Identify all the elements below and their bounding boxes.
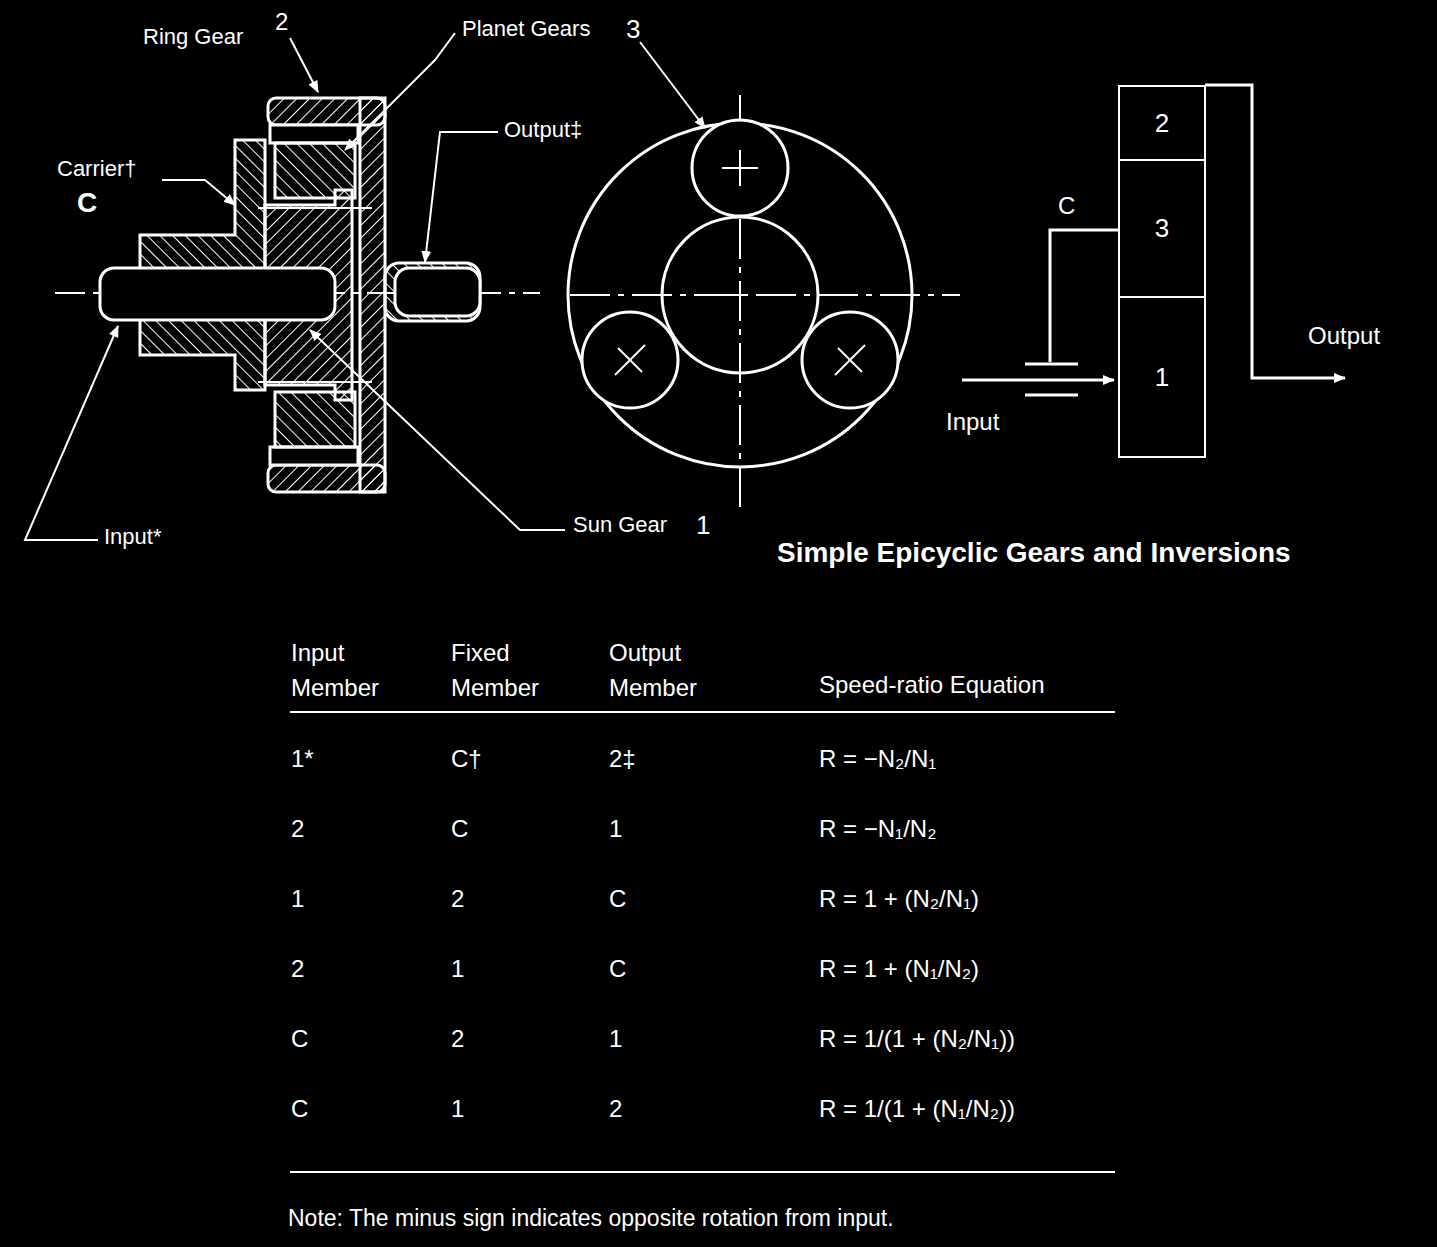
table-rule — [290, 712, 1115, 1172]
table-rule — [290, 1171, 1115, 1173]
input-shaft — [100, 268, 335, 320]
axis-line — [739, 95, 741, 510]
leader-line — [425, 132, 498, 262]
table-cell: 1 — [609, 1025, 622, 1054]
planet-circle — [802, 312, 898, 408]
section-view — [25, 33, 705, 540]
table-note: Note: The minus sign indicates opposite … — [288, 1205, 894, 1233]
table-cell: C — [291, 1095, 308, 1124]
table-cell: C — [291, 1025, 308, 1054]
table-cell: 1 — [609, 815, 622, 844]
ring-gear-web — [360, 98, 385, 492]
planet-circle — [582, 312, 678, 408]
table-cell: 1 — [291, 885, 304, 914]
center-mark — [835, 345, 865, 375]
leader-line — [25, 326, 118, 540]
gear-block: 3 — [1118, 159, 1206, 298]
table-cell: R = 1/(1 + (N₂/N₁)) — [819, 1025, 1015, 1054]
part-letter: C — [77, 186, 97, 220]
callout-number: 2 — [275, 8, 288, 37]
leader-line — [162, 180, 235, 205]
center-mark — [618, 348, 642, 372]
center-mark — [739, 288, 741, 302]
part-name: Planet Gears — [462, 16, 590, 42]
center-mark — [615, 345, 645, 375]
center-mark — [838, 348, 862, 372]
table-cell: R = −N₁/N₂ — [819, 815, 936, 844]
schematic-label: Input — [946, 408, 999, 437]
table-cell: R = 1 + (N₁/N₂) — [819, 955, 979, 984]
leader-line — [345, 33, 455, 150]
table-cell: 1* — [291, 745, 314, 774]
table-cell: 2 — [609, 1095, 622, 1124]
part-name: Ring Gear — [143, 24, 243, 50]
callout-number: 1 — [696, 510, 710, 541]
table-header: Output Member — [609, 636, 729, 706]
table-header: Speed-ratio Equation — [819, 671, 1045, 700]
ring-gear-teeth — [270, 447, 358, 465]
center-mark — [739, 150, 741, 186]
table-cell: 2 — [291, 815, 304, 844]
ring-circle — [568, 123, 912, 467]
leader-line — [290, 38, 318, 92]
leader-line — [640, 42, 705, 128]
table-cell: 2 — [291, 955, 304, 984]
diagram-title: Simple Epicyclic Gears and Inversions — [777, 537, 1291, 569]
table-cell: C — [609, 955, 626, 984]
table-cell: 1 — [451, 955, 464, 984]
carrier-line — [1050, 230, 1118, 362]
leader-line — [310, 330, 565, 530]
input-line — [962, 379, 1114, 382]
output-hub — [385, 263, 480, 321]
table-header: Fixed Member — [451, 636, 561, 706]
axis-line — [570, 294, 960, 296]
planet-circle — [692, 120, 788, 216]
table-cell: R = 1/(1 + (N₁/N₂)) — [819, 1095, 1015, 1124]
table-cell: R = −N₂/N₁ — [819, 745, 936, 774]
block-number: 2 — [1155, 108, 1169, 139]
block-number: 3 — [1155, 213, 1169, 244]
center-mark — [615, 150, 865, 375]
end-view — [568, 95, 960, 510]
part-name: Sun Gear — [573, 512, 667, 538]
schematic-label: Output — [1308, 322, 1380, 351]
bearing-mark — [1025, 394, 1078, 397]
leader-line — [25, 33, 705, 540]
part-name: Carrier† — [57, 156, 136, 182]
ring-gear-teeth — [270, 125, 358, 143]
gear-block: 2 — [1118, 85, 1206, 161]
table-cell: 1 — [451, 1095, 464, 1124]
table-cell: R = 1 + (N₂/N₁) — [819, 885, 979, 914]
carrier-section — [140, 140, 265, 390]
callout-number: 3 — [626, 14, 640, 45]
schematic-label: C — [1058, 192, 1075, 221]
table-cell: 2‡ — [609, 745, 636, 774]
block-number: 1 — [1155, 362, 1169, 393]
table-header: Input Member — [291, 636, 401, 706]
table-cell: C† — [451, 745, 482, 774]
part-name: Input* — [104, 524, 162, 550]
output-shaft — [395, 268, 480, 316]
table-rule — [290, 711, 1115, 713]
bearing-mark — [1025, 363, 1078, 366]
table-cell: 2 — [451, 885, 464, 914]
table-cell: 2 — [451, 1025, 464, 1054]
table-cell: C — [609, 885, 626, 914]
table-cell: C — [451, 815, 468, 844]
gear-block: 1 — [1118, 296, 1206, 458]
sun-circle — [662, 217, 818, 373]
part-name: Output‡ — [504, 117, 582, 143]
